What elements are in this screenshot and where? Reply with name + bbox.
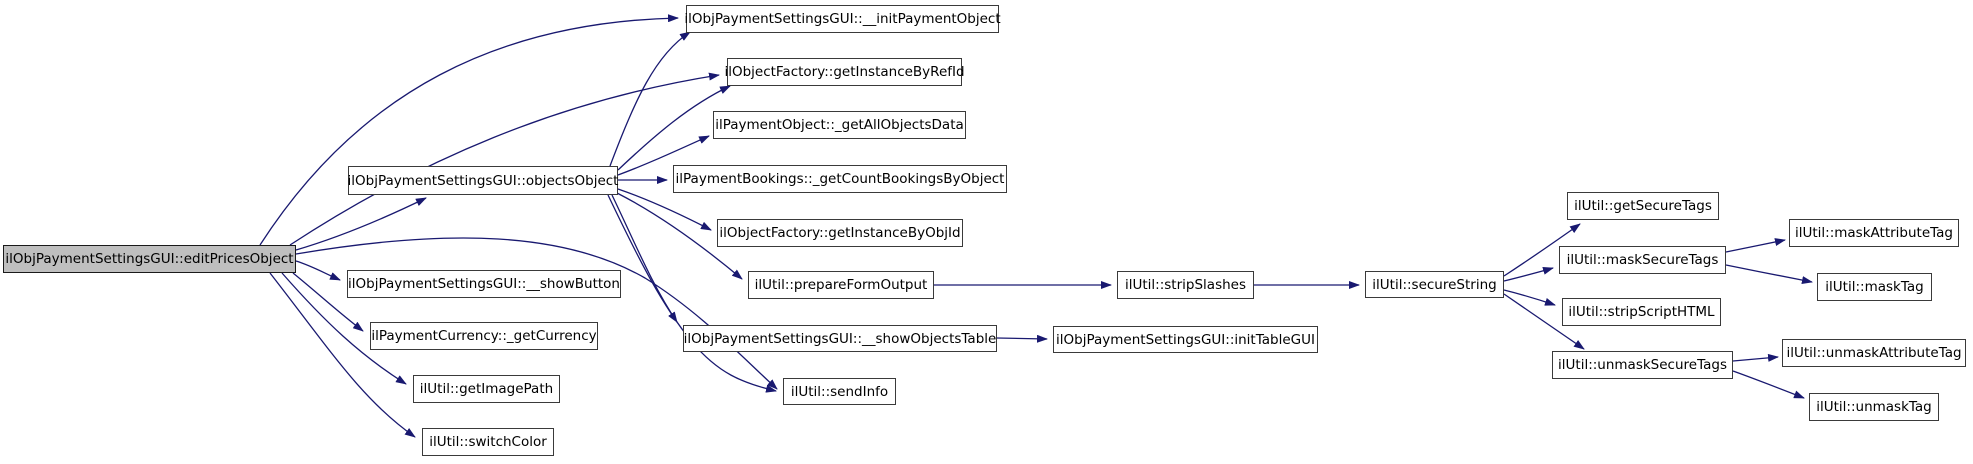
- edge-editPricesObject-initPaymentObject: [259, 14, 679, 246]
- graph-node-getCurrency[interactable]: ilPaymentCurrency::_getCurrency: [370, 322, 598, 350]
- edge-objectsObject-getInstanceByRefId: [617, 85, 731, 171]
- edge-editPricesObject-objectsObject: [295, 197, 427, 251]
- graph-node-getAllObjectsData[interactable]: ilPaymentObject::_getAllObjectsData: [713, 111, 966, 139]
- graph-node-secureString[interactable]: ilUtil::secureString: [1365, 271, 1504, 298]
- graph-node-getImagePath[interactable]: ilUtil::getImagePath: [413, 375, 560, 403]
- graph-node-unmaskSecureTags[interactable]: ilUtil::unmaskSecureTags: [1552, 351, 1733, 379]
- graph-node-sendInfo[interactable]: ilUtil::sendInfo: [783, 378, 896, 405]
- edge-objectsObject-initPaymentObject: [609, 31, 691, 167]
- edge-maskSecureTags-maskAttributeTag: [1725, 238, 1786, 253]
- edge-secureString-maskSecureTags: [1503, 266, 1554, 282]
- graph-node-initTableGUI[interactable]: ilObjPaymentSettingsGUI::initTableGUI: [1053, 326, 1318, 353]
- edge-editPricesObject-getImagePath: [281, 272, 407, 385]
- graph-node-getInstanceByRefId[interactable]: ilObjectFactory::getInstanceByRefId: [724, 58, 965, 86]
- graph-node-maskSecureTags[interactable]: ilUtil::maskSecureTags: [1559, 246, 1726, 274]
- edge-secureString-getSecureTags: [1503, 223, 1581, 277]
- graph-node-getInstanceByObjId[interactable]: ilObjectFactory::getInstanceByObjId: [717, 219, 963, 247]
- graph-node-getSecureTags[interactable]: ilUtil::getSecureTags: [1567, 192, 1719, 220]
- graph-node-maskAttributeTag[interactable]: ilUtil::maskAttributeTag: [1789, 219, 1959, 247]
- graph-node-unmaskTag[interactable]: ilUtil::unmaskTag: [1809, 393, 1939, 421]
- edge-editPricesObject-getCurrency: [292, 272, 364, 332]
- graph-node-getCountBookingsByObject[interactable]: ilPaymentBookings::_getCountBookingsByOb…: [673, 165, 1007, 193]
- edge-objectsObject-getAllObjectsData: [617, 135, 710, 176]
- graph-node-unmaskAttributeTag[interactable]: ilUtil::unmaskAttributeTag: [1782, 339, 1966, 367]
- graph-node-initPaymentObject[interactable]: ilObjPaymentSettingsGUI::__initPaymentOb…: [684, 5, 1001, 33]
- graph-node-prepareFormOutput[interactable]: ilUtil::prepareFormOutput: [748, 271, 934, 299]
- graph-node-showButton[interactable]: ilObjPaymentSettingsGUI::__showButton: [347, 270, 621, 298]
- edge-objectsObject-showObjectsTable: [611, 194, 678, 323]
- graph-node-editPricesObject[interactable]: ilObjPaymentSettingsGUI::editPricesObjec…: [3, 245, 296, 273]
- graph-node-showObjectsTable[interactable]: ilObjPaymentSettingsGUI::__showObjectsTa…: [683, 325, 997, 352]
- edge-secureString-stripScriptHTML: [1503, 289, 1556, 306]
- edge-objectsObject-prepareFormOutput: [616, 192, 743, 280]
- edge-editPricesObject-showButton: [295, 260, 341, 281]
- edge-unmaskSecureTags-unmaskAttributeTag: [1732, 353, 1779, 362]
- edge-objectsObject-getInstanceByObjId: [617, 188, 712, 231]
- edge-editPricesObject-getInstanceByRefId: [289, 72, 720, 246]
- graph-node-switchColor[interactable]: ilUtil::switchColor: [422, 428, 554, 456]
- edge-maskSecureTags-maskTag: [1725, 264, 1813, 284]
- edge-showObjectsTable-initTableGUI: [996, 334, 1048, 343]
- edge-editPricesObject-switchColor: [269, 272, 416, 438]
- graph-node-stripSlashes[interactable]: ilUtil::stripSlashes: [1117, 271, 1254, 299]
- graph-node-stripScriptHTML[interactable]: ilUtil::stripScriptHTML: [1562, 298, 1721, 326]
- edge-secureString-unmaskSecureTags: [1503, 293, 1585, 350]
- edge-editPricesObject-sendInfo: [295, 237, 778, 390]
- graph-node-objectsObject[interactable]: ilObjPaymentSettingsGUI::objectsObject: [348, 166, 618, 195]
- edge-unmaskSecureTags-unmaskTag: [1732, 370, 1805, 399]
- graph-node-maskTag[interactable]: ilUtil::maskTag: [1817, 273, 1932, 301]
